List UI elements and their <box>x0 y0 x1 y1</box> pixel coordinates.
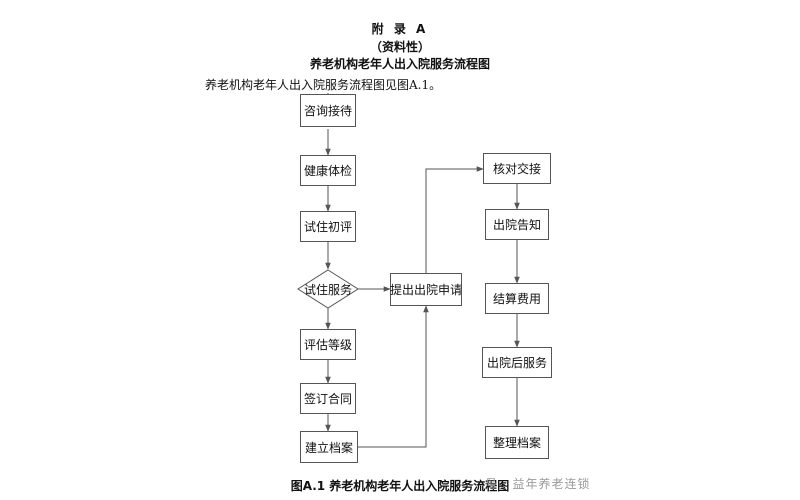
decision-diamond <box>297 269 359 309</box>
step-discharge-notice: 出院告知 <box>485 209 549 240</box>
step-assess-level: 评估等级 <box>300 329 356 360</box>
step-trial-service: 试住服务 <box>303 282 352 297</box>
arrow-apply-to-verify <box>425 166 484 273</box>
appendix-heading: 附 录 A <box>371 22 429 36</box>
step-create-archive: 建立档案 <box>300 431 358 463</box>
step-sign-contract: 签订合同 <box>300 383 356 414</box>
intro-text: 养老机构老年人出入院服务流程图见图A.1。 <box>205 78 442 92</box>
watermark-text: 号 · 益年养老连锁 <box>485 477 591 491</box>
step-verify-handover: 核对交接 <box>483 153 551 184</box>
step-post-discharge-service: 出院后服务 <box>482 347 552 378</box>
step-organize-archive: 整理档案 <box>485 426 549 459</box>
step-settle-fees: 结算费用 <box>485 283 549 314</box>
arrow-archive-to-apply <box>358 305 429 448</box>
appendix-title: 养老机构老年人出入院服务流程图 <box>309 57 490 71</box>
step-trial-initial-assessment: 试住初评 <box>300 211 356 242</box>
step-consultation: 咨询接待 <box>300 94 356 127</box>
step-apply-discharge: 提出出院申请 <box>390 273 462 306</box>
step-health-check: 健康体检 <box>300 155 356 186</box>
figure-caption: 图A.1 养老机构老年人出入院服务流程图 <box>290 479 510 493</box>
appendix-nature: （资料性） <box>369 40 430 54</box>
